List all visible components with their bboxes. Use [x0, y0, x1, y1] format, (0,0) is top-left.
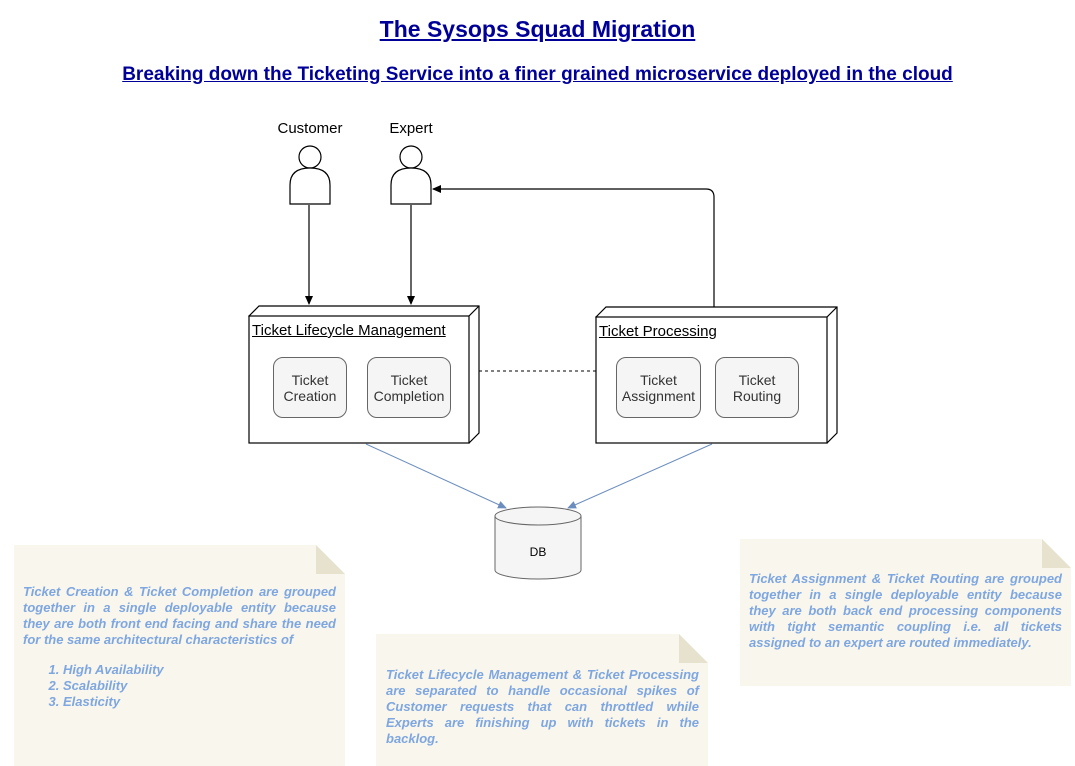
characteristic-item: Elasticity: [63, 694, 336, 710]
processing-to-db-arrow: [567, 443, 713, 509]
database-label: DB: [529, 545, 547, 559]
note-left-text: Ticket Creation & Ticket Completion are …: [23, 584, 336, 647]
customer-actor-icon: [289, 145, 331, 205]
processing-node-title: Ticket Processing: [599, 323, 717, 340]
note-left: Ticket Creation & Ticket Completion are …: [23, 584, 336, 710]
ticket-completion-component: Ticket Completion: [367, 357, 451, 418]
lifecycle-to-db-arrow: [365, 443, 507, 509]
database-cylinder-icon: [494, 506, 582, 580]
ticket-assignment-component: Ticket Assignment: [616, 357, 701, 418]
processing-to-expert-arrow: [432, 185, 715, 307]
expert-actor-icon: [390, 145, 432, 205]
note-right-shape: [740, 539, 1071, 686]
characteristic-item: Scalability: [63, 678, 336, 694]
diagram-title: The Sysops Squad Migration: [379, 16, 696, 42]
ticket-creation-component: Ticket Creation: [273, 357, 347, 418]
note-middle-text: Ticket Lifecycle Management & Ticket Pro…: [386, 667, 699, 746]
characteristic-item: High Availability: [63, 662, 336, 678]
characteristics-list: High Availability Scalability Elasticity: [23, 662, 336, 710]
note-middle: Ticket Lifecycle Management & Ticket Pro…: [386, 667, 699, 747]
note-right: Ticket Assignment & Ticket Routing are g…: [749, 571, 1062, 651]
customer-label: Customer: [277, 120, 343, 137]
note-middle-shape: [376, 634, 708, 766]
ticket-routing-component: Ticket Routing: [715, 357, 799, 418]
lifecycle-node-title: Ticket Lifecycle Management: [252, 322, 446, 339]
note-right-text: Ticket Assignment & Ticket Routing are g…: [749, 571, 1062, 650]
expert-label: Expert: [389, 120, 433, 137]
diagram-subtitle: Breaking down the Ticketing Service into…: [122, 64, 953, 85]
note-left-shape: [14, 545, 345, 766]
